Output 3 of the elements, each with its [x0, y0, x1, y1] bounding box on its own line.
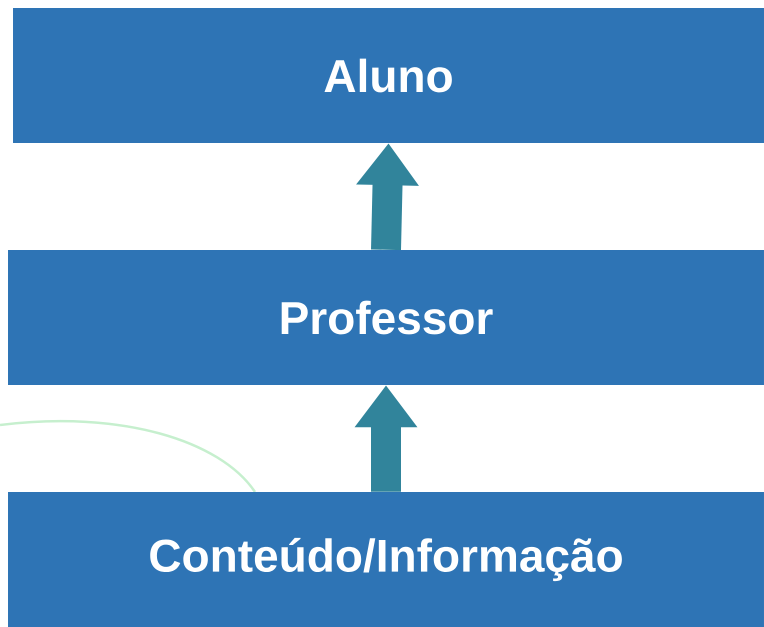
- level-box: Professor: [8, 250, 764, 385]
- level-box: Aluno: [13, 8, 764, 143]
- level-box: Conteúdo/Informação: [8, 492, 764, 627]
